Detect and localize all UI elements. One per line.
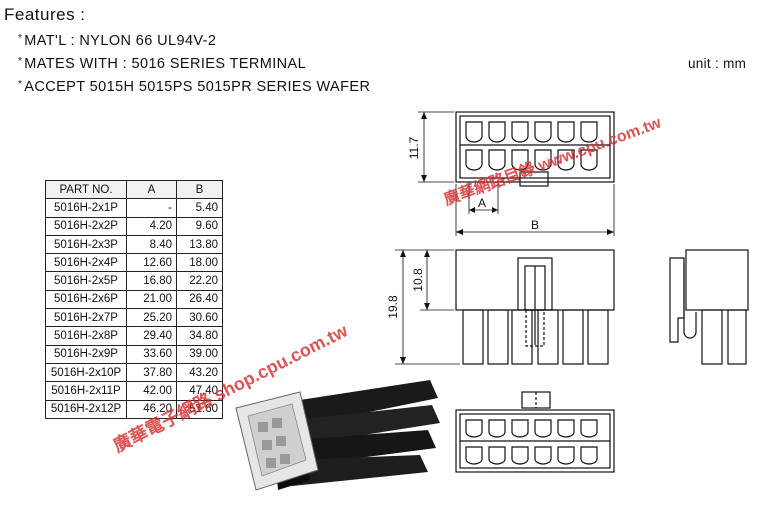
front-view-drawing — [395, 249, 615, 365]
table-row: 5016H-2x1P-5.40 — [45, 198, 223, 218]
bullet-icon: * — [18, 33, 23, 44]
dim-label-10-8: 10.8 — [411, 268, 425, 292]
dim-label-b: B — [531, 218, 539, 232]
bottom-view-drawing — [455, 391, 615, 473]
table-header-row: PART NO. A B — [45, 179, 223, 200]
feature-item-mates-with: *MATES WITH : 5016 SERIES TERMINAL — [18, 56, 307, 72]
feature-item-accept: *ACCEPT 5015H 5015PS 5015PR SERIES WAFER — [18, 79, 371, 95]
bullet-icon: * — [18, 79, 23, 90]
unit-label: unit : mm — [688, 56, 747, 71]
feature-item-material: *MAT'L : NYLON 66 UL94V-2 — [18, 33, 217, 49]
dim-label-a: A — [478, 196, 486, 210]
features-title: Features : — [4, 5, 86, 24]
dim-label-11-7: 11.7 — [407, 136, 421, 159]
side-view-drawing — [669, 249, 749, 365]
bullet-icon: * — [18, 56, 23, 67]
dim-label-19-8: 19.8 — [386, 295, 400, 319]
top-view-drawing — [418, 111, 615, 236]
connector-photo — [235, 380, 440, 491]
